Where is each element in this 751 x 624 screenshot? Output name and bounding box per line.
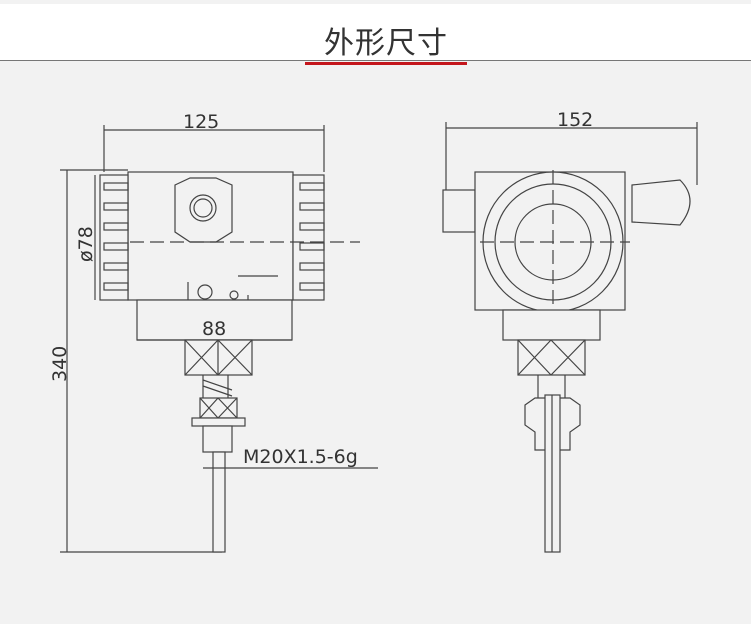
front-view: 125 340 ø78 88: [49, 111, 378, 553]
section-header: 外形尺寸: [0, 4, 751, 65]
thread-label: M20X1.5-6g: [243, 446, 358, 468]
dim-340: 340: [49, 346, 71, 382]
dim-152: 152: [557, 109, 593, 131]
section-title: 外形尺寸: [324, 26, 448, 61]
dim-78: ø78: [75, 226, 97, 262]
dim-88: 88: [202, 318, 226, 340]
title-underline: [305, 62, 467, 65]
dim-125: 125: [183, 111, 219, 133]
side-view: 152: [442, 109, 698, 553]
